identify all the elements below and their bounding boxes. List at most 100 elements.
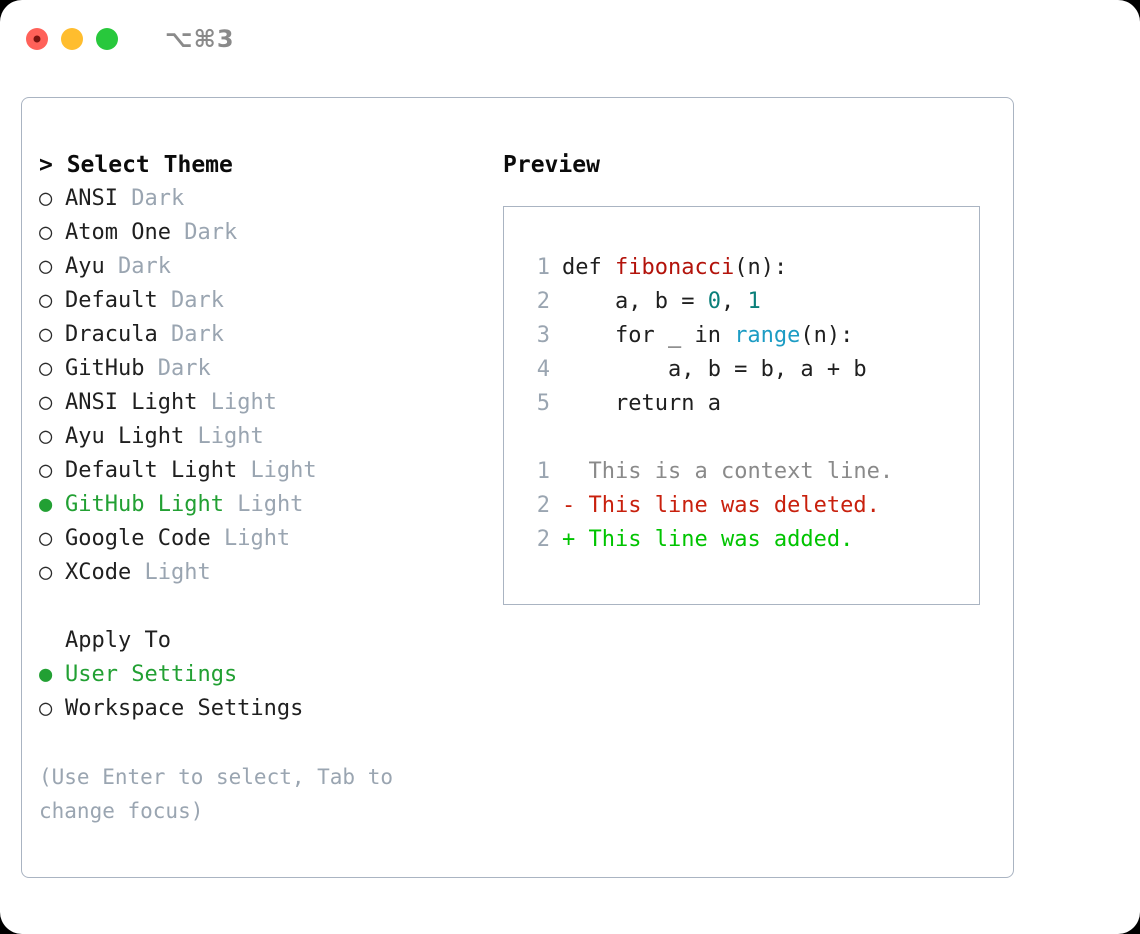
code-line-text: return a xyxy=(562,387,721,421)
radio-unselected-icon: ○ xyxy=(39,220,53,245)
apply-to-option-user-settings[interactable]: ● User Settings xyxy=(39,658,485,692)
code-line: 4 a, b = b, a + b xyxy=(522,353,979,387)
code-token: range xyxy=(734,323,801,348)
theme-option-variant: Dark xyxy=(131,186,185,211)
radio-unselected-icon: ○ xyxy=(39,526,53,551)
code-line-text: for _ in range(n): xyxy=(562,319,853,353)
code-token: a, b = b, a + b xyxy=(562,357,867,382)
code-token: for _ in xyxy=(562,323,735,348)
code-line: 5 return a xyxy=(522,387,979,421)
theme-option-default[interactable]: ○Default Dark xyxy=(39,284,485,318)
line-number: 2 xyxy=(536,493,550,518)
theme-option-ayu[interactable]: ○Ayu Dark xyxy=(39,250,485,284)
code-line-text: a, b = b, a + b xyxy=(562,353,867,387)
theme-option-label: GitHub xyxy=(65,356,145,381)
keyboard-shortcut-label: ⌥⌘3 xyxy=(165,25,235,53)
line-number: 2 xyxy=(536,527,550,552)
code-diff-gap xyxy=(522,421,979,455)
code-line-text: def fibonacci(n): xyxy=(562,251,787,285)
theme-option-label: Atom One xyxy=(65,220,171,245)
preview-heading: Preview xyxy=(503,152,600,178)
code-token: 1 xyxy=(747,289,761,314)
line-number: 1 xyxy=(536,255,550,280)
theme-option-atom-one[interactable]: ○ Atom One Dark xyxy=(39,216,485,250)
code-token: return a xyxy=(562,391,721,416)
list-spacer xyxy=(39,590,485,624)
diff-line: 2+ This line was added. xyxy=(522,523,979,557)
radio-unselected-icon: ○ xyxy=(39,254,53,279)
theme-option-dracula[interactable]: ○Dracula Dark xyxy=(39,318,485,352)
radio-unselected-icon: ○ xyxy=(39,560,53,585)
theme-option-label: Google Code xyxy=(65,526,211,551)
theme-option-github[interactable]: ○GitHub Dark xyxy=(39,352,485,386)
code-line: 1 def fibonacci(n): xyxy=(522,251,979,285)
select-theme-heading: > Select Theme xyxy=(39,152,233,178)
diff-marker xyxy=(562,455,589,489)
theme-option-label: Dracula xyxy=(65,322,158,347)
theme-option-github-light[interactable]: ●GitHub Light Light xyxy=(39,488,485,522)
keyboard-hint: (Use Enter to select, Tab to change focu… xyxy=(39,765,394,823)
radio-unselected-icon: ○ xyxy=(39,424,53,449)
radio-selected-icon: ● xyxy=(39,492,53,517)
diff-line-text: This is a context line. xyxy=(588,459,894,484)
diff-line: 2- This line was deleted. xyxy=(522,489,979,523)
line-number: 5 xyxy=(536,391,550,416)
code-token: a, b = xyxy=(562,289,708,314)
theme-option-variant: Light xyxy=(250,458,317,483)
theme-option-variant: Light xyxy=(237,492,304,517)
theme-option-google-code[interactable]: ○ Google Code Light xyxy=(39,522,485,556)
line-number: 3 xyxy=(536,323,550,348)
code-token: , xyxy=(720,289,748,314)
code-line: 2 a, b = 0, 1 xyxy=(522,285,979,319)
close-icon[interactable] xyxy=(26,28,48,50)
theme-option-label: ANSI Light xyxy=(65,390,198,415)
radio-unselected-icon: ○ xyxy=(39,186,53,211)
code-token: 0 xyxy=(707,289,721,314)
theme-option-label: ANSI xyxy=(65,186,118,211)
code-token: (n): xyxy=(800,323,854,348)
radio-unselected-icon: ○ xyxy=(39,390,53,415)
theme-option-variant: Dark xyxy=(170,288,224,313)
theme-option-ansi-light[interactable]: ○ ANSI Light Light xyxy=(39,386,485,420)
radio-selected-icon: ● xyxy=(39,662,53,687)
theme-option-variant: Light xyxy=(210,390,277,415)
theme-option-ansi[interactable]: ○ ANSI Dark xyxy=(39,182,485,216)
apply-to-option-label: Workspace Settings xyxy=(65,696,304,721)
theme-option-variant: Dark xyxy=(170,322,224,347)
radio-unselected-icon: ○ xyxy=(39,288,53,313)
theme-option-variant: Light xyxy=(197,424,264,449)
code-line-text: a, b = 0, 1 xyxy=(562,285,761,319)
code-token: def xyxy=(562,255,615,280)
diff-line: 1 This is a context line. xyxy=(522,455,979,489)
diff-marker: - xyxy=(562,493,589,518)
line-number: 2 xyxy=(536,289,550,314)
theme-option-variant: Light xyxy=(223,526,291,551)
window-controls xyxy=(26,28,118,50)
theme-option-ayu-light[interactable]: ○Ayu Light Light xyxy=(39,420,485,454)
code-line: 3 for _ in range(n): xyxy=(522,319,979,353)
line-number: 4 xyxy=(536,357,550,382)
code-token: (n): xyxy=(734,255,788,280)
apply-to-heading: Apply To xyxy=(65,628,171,653)
diff-line-text: This line was deleted. xyxy=(588,493,880,518)
maximize-icon[interactable] xyxy=(96,28,118,50)
code-token: fibonacci xyxy=(614,255,735,280)
apply-to-list[interactable]: ● User Settings ○Workspace Settings xyxy=(39,658,485,726)
theme-picker-card: > Select Theme ○ANSI Dark○Atom One Dark○… xyxy=(21,97,1014,878)
line-number: 1 xyxy=(536,459,550,484)
apply-to-option-label: User Settings xyxy=(65,662,238,687)
minimize-icon[interactable] xyxy=(61,28,83,50)
theme-selection-column: > Select Theme ○ANSI Dark○Atom One Dark○… xyxy=(22,148,485,877)
diff-sample: 1 This is a context line.2- This line wa… xyxy=(522,455,979,557)
theme-option-default-light[interactable]: ○ Default Light Light xyxy=(39,454,485,488)
theme-option-variant: Dark xyxy=(184,220,238,245)
radio-unselected-icon: ○ xyxy=(39,458,53,483)
theme-list[interactable]: ○ANSI Dark○Atom One Dark○Ayu Dark○Defaul… xyxy=(39,182,485,590)
theme-option-label: Default Light xyxy=(65,458,238,483)
apply-to-option-workspace-settings[interactable]: ○Workspace Settings xyxy=(39,692,485,726)
theme-option-xcode[interactable]: ○XCode Light xyxy=(39,556,485,590)
